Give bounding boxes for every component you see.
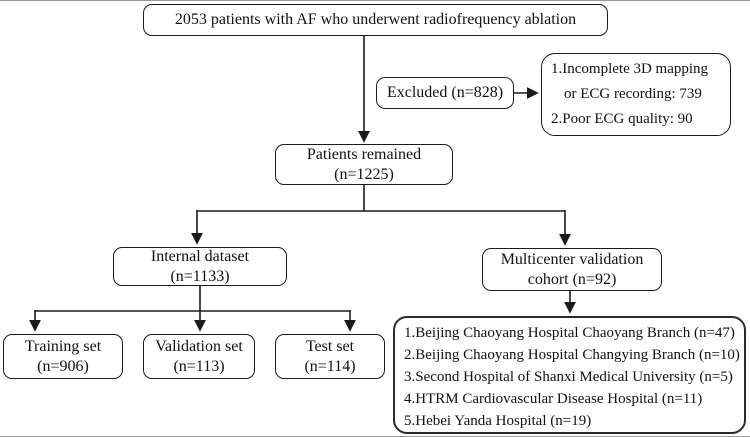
exclusion-reason-line: 1.Incomplete 3D mapping: [551, 61, 709, 77]
flow-box-hospital-list: 1.Beijing Chaoyang Hospital Chaoyang Bra…: [393, 316, 746, 434]
validation-set-count: (n=113): [173, 357, 225, 375]
flow-box-test-set: Test set (n=114): [275, 334, 385, 379]
multicenter-cohort-count: cohort (n=92): [527, 270, 617, 288]
internal-dataset-count: (n=1133): [170, 267, 230, 285]
flow-box-patients-remained: Patients remained (n=1225): [275, 144, 453, 185]
test-set-count: (n=114): [304, 357, 356, 375]
multicenter-cohort-label: Multicenter validation: [500, 250, 644, 268]
flow-box-enrolled: 2053 patients with AF who underwent radi…: [143, 4, 608, 36]
exclusion-reason-line: or ECG recording: 739: [564, 86, 702, 102]
flow-box-multicenter-cohort: Multicenter validation cohort (n=92): [482, 248, 662, 291]
patients-remained-label: Patients remained: [306, 145, 422, 163]
flow-box-exclusion-reasons: 1.Incomplete 3D mapping or ECG recording…: [541, 53, 731, 136]
internal-dataset-label: Internal dataset: [150, 247, 250, 265]
hospital-list-item: 3.Second Hospital of Shanxi Medical Univ…: [404, 369, 733, 385]
test-set-label: Test set: [305, 337, 355, 355]
flow-box-internal-dataset: Internal dataset (n=1133): [113, 247, 287, 286]
flow-box-training-set: Training set (n=906): [3, 334, 123, 379]
training-set-label: Training set: [24, 337, 102, 355]
hospital-list-item: 4.HTRM Cardiovascular Disease Hospital (…: [404, 391, 703, 407]
exclusion-reason-line: 2.Poor ECG quality: 90: [551, 111, 693, 127]
hospital-list-item: 5.Hebei Yanda Hospital (n=19): [404, 413, 592, 429]
flow-box-excluded: Excluded (n=828): [376, 77, 514, 109]
flow-box-validation-set: Validation set (n=113): [143, 334, 255, 379]
hospital-list-item: 1.Beijing Chaoyang Hospital Chaoyang Bra…: [404, 325, 735, 341]
validation-set-label: Validation set: [155, 337, 243, 355]
flow-box-enrolled-label: 2053 patients with AF who underwent radi…: [174, 11, 577, 28]
patients-remained-count: (n=1225): [334, 165, 394, 183]
hospital-list-item: 2.Beijing Chaoyang Hospital Changying Br…: [404, 347, 740, 363]
training-set-count: (n=906): [37, 357, 89, 375]
flow-box-excluded-label: Excluded (n=828): [386, 84, 504, 101]
